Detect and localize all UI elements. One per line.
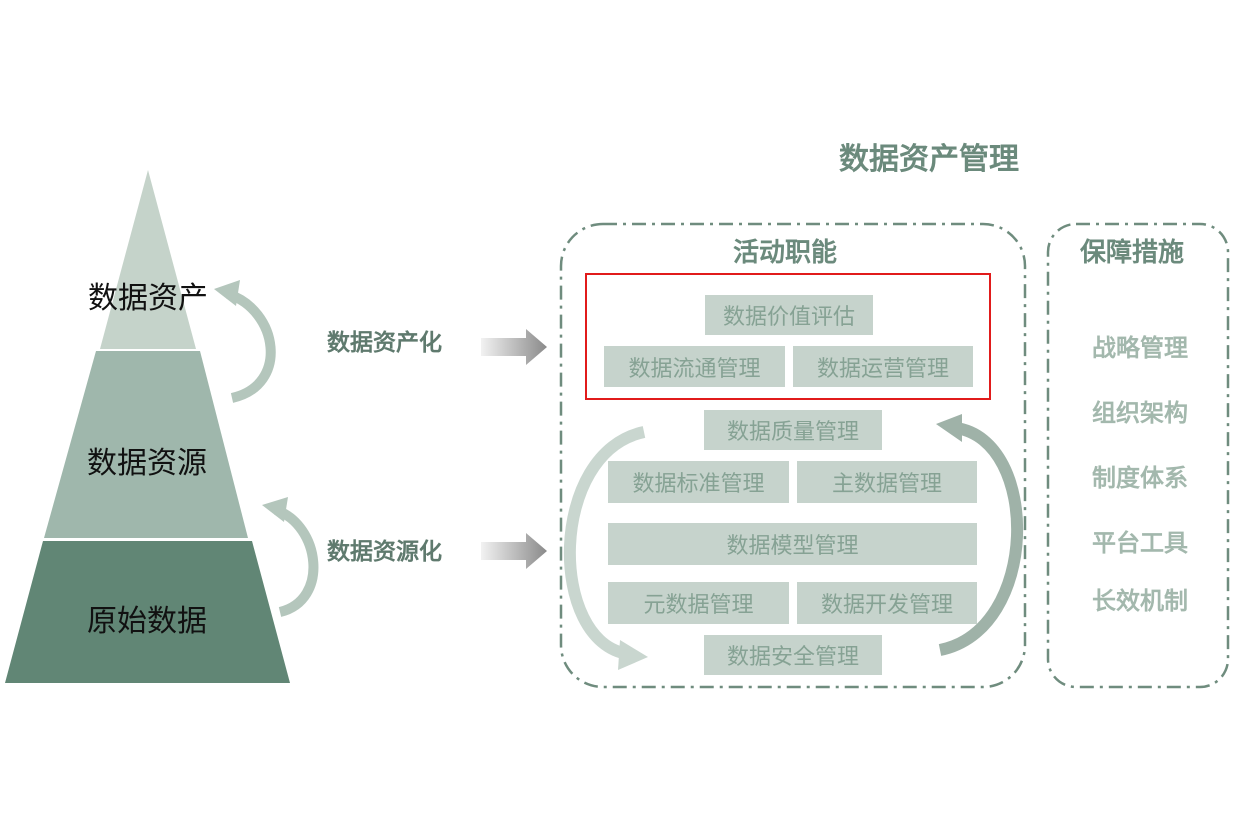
transition-label-asset: 数据资产化 (327, 330, 442, 356)
block-arrow-resource-icon (481, 533, 547, 569)
box-operation-management: 数据运营管理 (793, 346, 973, 387)
pyramid-label-resource: 数据资源 (87, 446, 207, 481)
safeguard-item-platform: 平台工具 (1092, 529, 1188, 557)
box-value-assessment: 数据价值评估 (705, 295, 873, 335)
curve-arrow-resource-icon (274, 505, 319, 617)
safeguards-frame (1046, 222, 1230, 689)
curve-arrowhead-asset-icon (214, 280, 240, 306)
activities-heading: 活动职能 (733, 238, 838, 268)
transition-label-resource: 数据资源化 (327, 539, 442, 565)
box-development-management: 数据开发管理 (797, 582, 977, 624)
box-model-management: 数据模型管理 (608, 523, 977, 565)
cycle-arrow-right-icon (938, 422, 1023, 656)
curve-arrowhead-resource-icon (262, 497, 288, 522)
safeguard-item-strategy: 战略管理 (1092, 334, 1188, 362)
cycle-arrowhead-left-icon (618, 640, 648, 670)
cycle-arrow-left-icon (564, 426, 646, 660)
box-quality-management: 数据质量管理 (704, 410, 882, 450)
curve-arrow-asset-icon (226, 289, 276, 403)
pyramid-label-raw: 原始数据 (87, 604, 207, 639)
cycle-arrowhead-right-icon (936, 414, 962, 442)
highlight-frame (585, 273, 991, 400)
box-standard-management: 数据标准管理 (608, 461, 789, 503)
box-circulation-management: 数据流通管理 (604, 346, 785, 387)
safeguard-item-organization: 组织架构 (1092, 399, 1188, 427)
safeguard-item-policy: 制度体系 (1092, 464, 1188, 492)
pyramid-top-segment (100, 170, 196, 349)
block-arrow-asset-icon (481, 329, 547, 365)
safeguard-item-mechanism: 长效机制 (1092, 587, 1188, 615)
box-master-data-management: 主数据管理 (797, 461, 977, 503)
safeguards-heading: 保障措施 (1080, 238, 1185, 268)
activities-frame (559, 222, 1027, 689)
page-title: 数据资产管理 (839, 142, 1019, 177)
box-metadata-management: 元数据管理 (608, 582, 789, 624)
pyramid-label-asset: 数据资产 (88, 281, 208, 316)
pyramid-middle-segment (44, 351, 248, 538)
box-security-management: 数据安全管理 (704, 635, 882, 675)
pyramid-bottom-segment (5, 541, 290, 683)
